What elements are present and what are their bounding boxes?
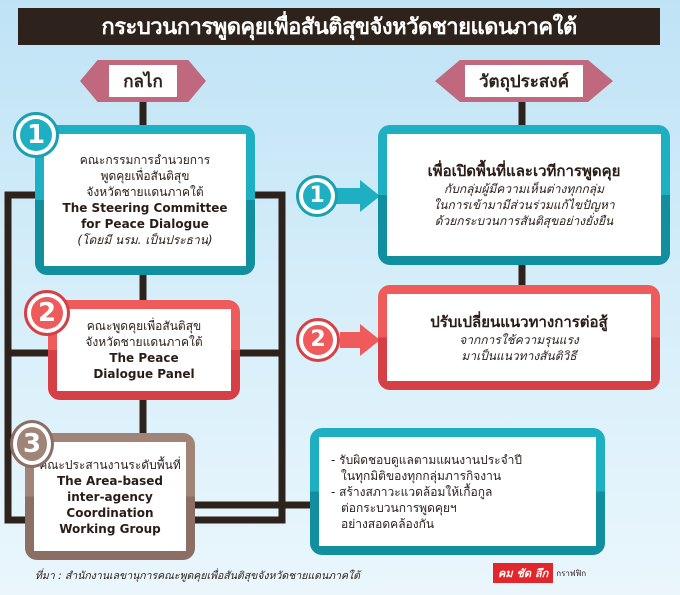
task-item: - สร้างสภาวะแวดล้อมให้เกื้อกูล	[331, 484, 493, 499]
box-text: คณะพูดคุยเพื่อสันติสุข	[86, 319, 202, 333]
objective-text: ด้วยกระบวนการสันติสุขอย่างยั่งยืน	[434, 214, 614, 228]
box-text-en: The Area-based	[56, 473, 164, 488]
number-badge: 1	[13, 112, 59, 158]
publisher-logo: คม ชัด ลึก กราฟฟิก	[493, 563, 586, 583]
objective-text: ในการเข้ามามีส่วนร่วมแก้ไขปัญหา	[433, 198, 615, 212]
box-text: จังหวัดชายแดนภาคใต้	[86, 185, 204, 199]
task-item: ต่อกระบวนการพูดคุยฯ	[341, 500, 457, 515]
box-text-en: inter-agency	[67, 489, 153, 504]
box-text: คณะประสานงานระดับพื้นที่	[39, 457, 181, 472]
box-text-en: for Peace Dialogue	[81, 217, 209, 231]
box-text-en: The Peace	[109, 351, 179, 365]
box-text: คณะกรรมการอำนวยการ	[79, 153, 211, 167]
number-badge: 1	[296, 175, 338, 217]
box-text-en: The Steering Committee	[62, 201, 228, 215]
page-title: กระบวนการพูดคุยเพื่อสันติสุขจังหวัดชายแด…	[18, 8, 660, 45]
mechanism-sign: กลไก	[80, 60, 206, 102]
mechanism-label: กลไก	[109, 65, 177, 97]
number-badge: 3	[10, 420, 54, 468]
box-text-en: Coordination	[66, 505, 154, 520]
task-item: อย่างสอดคล้องกัน	[341, 516, 435, 531]
objective-sign: วัตถุประสงค์	[435, 60, 613, 102]
box-note: (โดยมี นรม. เป็นประธาน)	[77, 233, 213, 247]
objective-text: จากการใช้ความรุนแรง	[459, 332, 579, 347]
objective-heading: เพื่อเปิดพื้นที่และเวทีการพูดคุย	[427, 162, 621, 180]
objective-label: วัตถุประสงค์	[465, 65, 583, 97]
working-group-box: คณะประสานงานระดับพื้นที่ The Area-based …	[25, 433, 195, 560]
steering-committee-box: คณะกรรมการอำนวยการ พูดคุยเพื่อสันติสุข จ…	[35, 125, 255, 275]
peace-dialogue-panel-box: คณะพูดคุยเพื่อสันติสุข จังหวัดชายแดนภาคใ…	[48, 300, 240, 400]
objective-heading: ปรับเปลี่ยนแนวทางการต่อสู้	[430, 312, 608, 331]
task-item: ในทุกมิติของทุกกลุ่มภารกิจงาน	[341, 468, 502, 483]
logo-text: คม ชัด ลึก	[493, 563, 554, 583]
objective-text: มาเป็นแนวทางสันติวิธี	[461, 348, 577, 363]
number-badge: 2	[24, 290, 70, 336]
box-text: พูดคุยเพื่อสันติสุข	[100, 169, 190, 183]
number-badge: 2	[296, 318, 340, 362]
objective-1-box: เพื่อเปิดพื้นที่และเวทีการพูดคุย กับกลุ่…	[378, 125, 670, 265]
working-group-tasks-box: - รับผิดชอบดูแลตามแผนงานประจำปี ในทุกมิต…	[310, 428, 605, 555]
task-item: - รับผิดชอบดูแลตามแผนงานประจำปี	[331, 452, 522, 467]
source-note: ที่มา : สำนักงานเลขานุการคณะพูดคุยเพื่อส…	[35, 570, 360, 582]
objective-text: กับกลุ่มผู้มีความเห็นต่างทุกกลุ่ม	[443, 182, 605, 196]
box-text: จังหวัดชายแดนภาคใต้	[85, 335, 203, 349]
box-text-en: Dialogue Panel	[93, 367, 195, 381]
logo-suffix: กราฟฟิก	[556, 568, 587, 578]
box-text-en: Working Group	[59, 521, 161, 536]
objective-2-box: ปรับเปลี่ยนแนวทางการต่อสู้ จากการใช้ความ…	[378, 285, 660, 390]
arrow-icon	[335, 180, 380, 356]
